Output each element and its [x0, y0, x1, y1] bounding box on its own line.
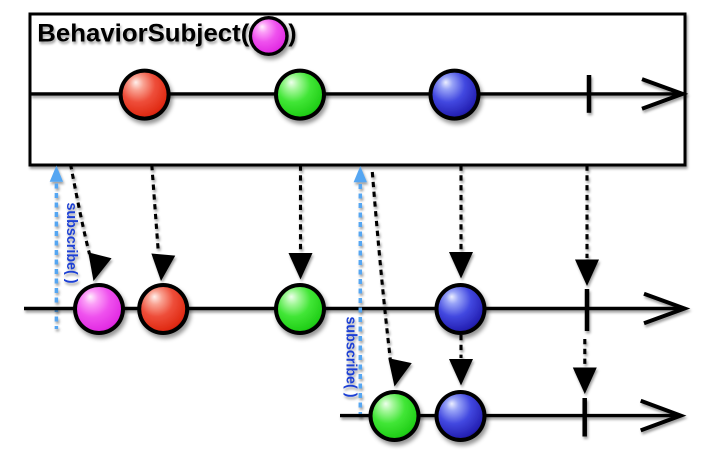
svg-text:BehaviorSubject(: BehaviorSubject( — [37, 20, 250, 48]
svg-text:subscribe( ): subscribe( ) — [343, 316, 359, 397]
svg-text:subscribe( ): subscribe( ) — [63, 202, 79, 283]
svg-text:): ) — [288, 20, 296, 48]
